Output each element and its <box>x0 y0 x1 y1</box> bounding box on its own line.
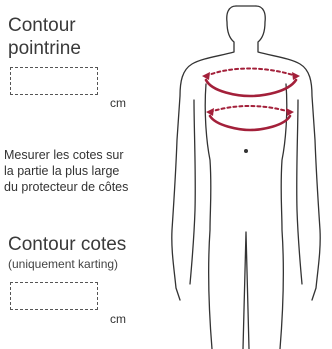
chest-ring-front <box>206 80 296 96</box>
ribs-unit-label: cm <box>110 312 126 326</box>
arm-inner-left <box>190 100 195 284</box>
torso-left <box>205 84 212 349</box>
measure-instruction: Mesurer les cotes sur la partie la plus … <box>4 147 174 195</box>
navel-dot <box>244 149 248 153</box>
leg-inner <box>243 232 249 349</box>
body-outline-right <box>256 6 320 300</box>
arm-inner-right <box>297 100 302 284</box>
rib-ring-back <box>210 106 290 112</box>
chest-title-line1: Contour <box>8 14 76 37</box>
chest-ring-back <box>206 69 296 77</box>
body-silhouette-icon <box>150 0 332 349</box>
ribs-subtitle: (uniquement karting) <box>8 257 118 271</box>
head-outline <box>172 6 236 300</box>
instruction-line-2: la partie la plus large <box>4 163 174 179</box>
instruction-line-1: Mesurer les cotes sur <box>4 147 174 163</box>
rib-ring-front <box>210 116 290 130</box>
chest-measure-field[interactable] <box>10 67 98 95</box>
ribs-title: Contour cotes <box>8 233 126 256</box>
chest-unit-label: cm <box>110 96 126 110</box>
ribs-measure-field[interactable] <box>10 282 98 310</box>
chest-title-line2: pointrine <box>8 37 81 60</box>
instruction-line-3: du protecteur de côtes <box>4 179 174 195</box>
